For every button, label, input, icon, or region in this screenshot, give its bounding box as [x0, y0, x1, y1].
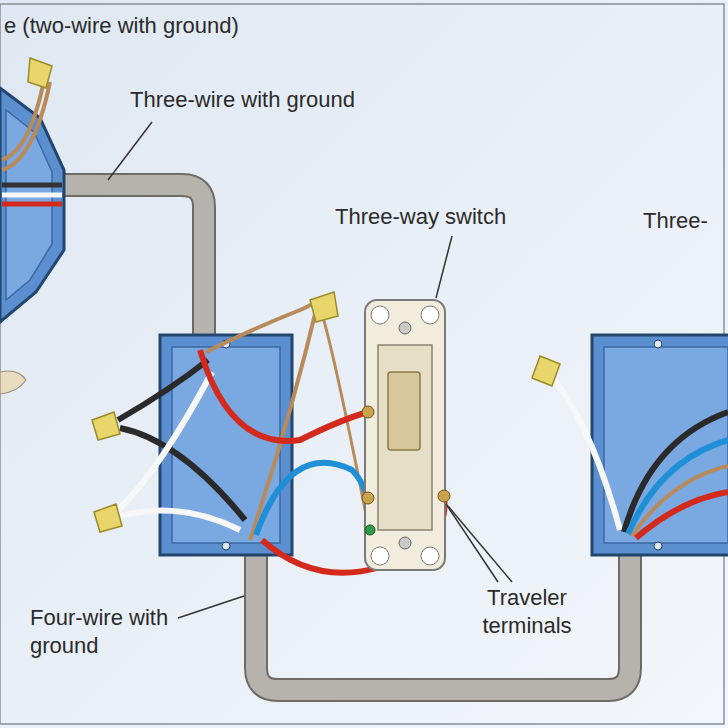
three-way-switch — [362, 492, 374, 504]
fixture-box — [2, 193, 62, 198]
switch-box-wires — [92, 292, 445, 573]
three-way-switch — [362, 406, 374, 418]
right-switch-box — [632, 466, 728, 536]
three-way-switch — [388, 372, 420, 450]
switch-box-wires — [256, 463, 368, 535]
right-switch-box — [592, 335, 728, 555]
switch-box-wires — [94, 504, 122, 532]
switch-box-wires — [120, 428, 245, 520]
fixture-box — [2, 183, 62, 188]
switch-box-wires — [92, 412, 120, 440]
three-way-switch — [438, 490, 450, 502]
three-way-switch — [371, 547, 389, 565]
three-way-switch — [421, 547, 439, 565]
switch-box-wires — [120, 510, 240, 530]
cable-label: Three-wire with ground — [130, 86, 430, 114]
cable-label: Four-wire with ground — [30, 604, 190, 660]
switch-box-wires — [200, 350, 368, 441]
right-switch-box — [532, 335, 728, 555]
fixture-box — [0, 371, 26, 394]
right-switch-box — [636, 492, 728, 538]
terminal-label: Traveler terminals — [462, 584, 592, 640]
fixture-box — [2, 82, 50, 170]
switch-label: Three- — [643, 207, 723, 235]
switch-box-wires — [118, 372, 212, 510]
three-way-switch — [371, 306, 389, 324]
three-way-switch — [399, 322, 411, 334]
three-way-switch — [399, 537, 411, 549]
three-wire-cable — [55, 185, 204, 350]
switch-box — [222, 542, 230, 550]
right-switch-box — [654, 542, 662, 550]
fixture-box — [2, 202, 62, 207]
switch-box-wires — [118, 360, 208, 420]
three-wire-cable — [55, 185, 204, 350]
right-switch-box — [548, 372, 620, 530]
switch-box-wires — [250, 302, 318, 540]
three-way-switch — [362, 300, 450, 570]
three-way-switch — [365, 525, 375, 535]
leader-lines — [436, 236, 452, 298]
switch-box-wires — [318, 302, 372, 545]
switch-label: Three-way switch — [335, 203, 575, 231]
fixture-box — [2, 80, 44, 160]
fixture-box — [28, 58, 52, 88]
three-way-switch — [378, 345, 432, 530]
leader-lines — [446, 504, 498, 582]
three-wire-cable — [55, 185, 204, 350]
leader-lines — [108, 122, 512, 618]
right-switch-box — [604, 347, 728, 543]
three-way-switch — [365, 300, 445, 570]
switch-box-wires — [310, 292, 338, 322]
three-way-switch — [421, 306, 439, 324]
right-switch-box — [654, 340, 662, 348]
leader-lines — [448, 506, 512, 582]
cable-label: e (two-wire with ground) — [4, 12, 334, 40]
leader-lines — [108, 122, 152, 180]
right-switch-box — [532, 356, 560, 386]
fixture-box — [0, 58, 64, 394]
leader-lines — [178, 596, 244, 618]
switch-box-wires — [206, 300, 318, 352]
